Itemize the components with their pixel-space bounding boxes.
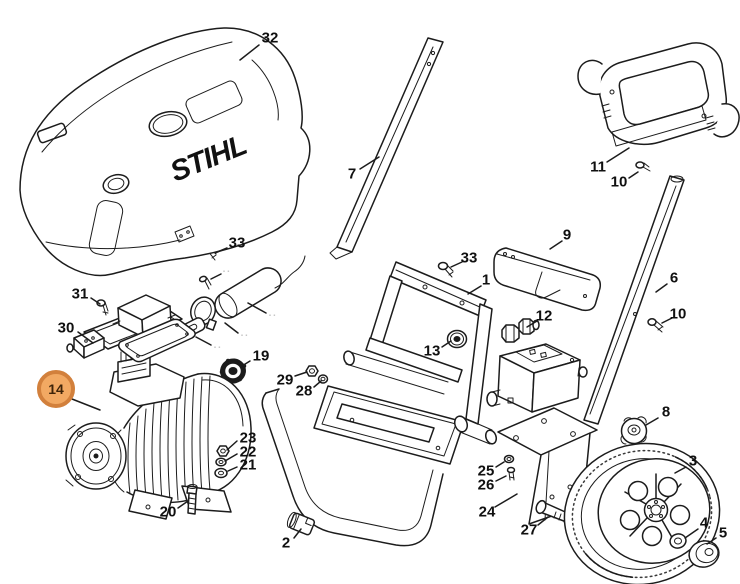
part-label-29[interactable]: 29 xyxy=(276,371,294,389)
selected-part-marker-14[interactable]: 14 xyxy=(37,370,75,408)
leader-line xyxy=(177,500,189,509)
part-crossbar-cover xyxy=(493,247,602,312)
leader-line xyxy=(467,285,482,295)
leader-line xyxy=(441,340,452,348)
leader-line xyxy=(214,247,228,254)
leader-line xyxy=(247,302,267,314)
part-label-21[interactable]: 21 xyxy=(239,456,257,474)
part-label-33[interactable]: 33 xyxy=(228,234,246,252)
part-label-27[interactable]: 27 xyxy=(520,521,538,539)
part-label-10[interactable]: 10 xyxy=(610,173,628,191)
part-wheel xyxy=(563,442,721,584)
part-foot xyxy=(286,511,316,536)
screw-33-frame xyxy=(437,261,454,278)
leader-line xyxy=(494,493,518,508)
washer-4 xyxy=(669,533,687,549)
screw-31 xyxy=(96,299,109,316)
leader-line xyxy=(226,440,238,451)
leader-lines xyxy=(71,44,717,545)
part-label-10[interactable]: 10 xyxy=(669,305,687,323)
part-label-19[interactable]: 19 xyxy=(252,347,270,365)
screw-10-bar xyxy=(647,318,664,333)
leader-line xyxy=(239,44,260,61)
part-cover-shroud: STIHL xyxy=(19,27,311,277)
leader-line xyxy=(241,360,251,367)
part-switch-box xyxy=(486,343,588,413)
washer-22 xyxy=(215,457,227,467)
leader-line xyxy=(90,297,101,305)
part-label-31[interactable]: 31 xyxy=(71,285,89,303)
part-label-25[interactable]: 25 xyxy=(477,462,495,480)
leader-line xyxy=(706,537,717,545)
part-terminal-cover-group xyxy=(66,294,196,363)
leader-line xyxy=(495,475,507,482)
part-label-5[interactable]: 5 xyxy=(718,524,728,542)
leader-line xyxy=(661,317,673,324)
leader-line xyxy=(294,371,308,377)
part-label-8[interactable]: 8 xyxy=(661,403,671,421)
leader-line xyxy=(450,261,463,268)
part-label-4[interactable]: 4 xyxy=(699,514,709,532)
leader-line xyxy=(313,380,322,388)
part-label-11[interactable]: 11 xyxy=(590,158,606,176)
leader-line xyxy=(293,528,302,539)
part-label-6[interactable]: 6 xyxy=(669,269,679,287)
part-handlebar-left xyxy=(329,37,444,260)
part-label-1[interactable]: 1 xyxy=(481,271,491,289)
part-bearing xyxy=(219,358,247,385)
leader-line xyxy=(645,417,659,426)
leader-line xyxy=(684,528,699,539)
part-label-24[interactable]: 24 xyxy=(478,503,496,521)
nut-29 xyxy=(305,365,319,377)
leader-line xyxy=(526,320,538,328)
leader-line xyxy=(227,466,238,472)
part-label-12[interactable]: 12 xyxy=(535,307,553,325)
part-label-33[interactable]: 33 xyxy=(460,249,478,267)
part-carry-handle xyxy=(577,42,740,147)
screw-26 xyxy=(506,466,516,481)
leader-line xyxy=(210,273,222,280)
leader-line xyxy=(224,453,238,462)
part-label-13[interactable]: 13 xyxy=(423,342,441,360)
leader-line xyxy=(628,171,639,179)
leader-line xyxy=(77,331,94,344)
part-label-32[interactable]: 32 xyxy=(261,29,279,47)
leader-line xyxy=(495,461,505,468)
leader-line xyxy=(655,283,668,293)
part-label-20[interactable]: 20 xyxy=(159,503,177,521)
part-knob xyxy=(620,416,648,445)
nut-13 xyxy=(446,329,468,349)
leader-line xyxy=(549,240,563,250)
hub-cap-5 xyxy=(688,540,720,568)
part-label-28[interactable]: 28 xyxy=(295,382,313,400)
part-label-26[interactable]: 26 xyxy=(477,476,495,494)
leader-line xyxy=(537,516,549,526)
leader-line xyxy=(606,147,630,163)
part-label-30[interactable]: 30 xyxy=(57,319,75,337)
leader-line xyxy=(674,466,687,474)
leader-line xyxy=(359,156,380,170)
washer-21 xyxy=(214,467,228,479)
leader-line xyxy=(224,322,239,334)
part-label-2[interactable]: 2 xyxy=(281,534,291,552)
washer-25 xyxy=(503,454,515,464)
leader-line xyxy=(195,336,212,346)
nut-23 xyxy=(216,445,230,457)
leader-line xyxy=(71,398,101,411)
part-label-23[interactable]: 23 xyxy=(239,429,257,447)
part-handlebar-right xyxy=(583,175,685,425)
part-label-3[interactable]: 3 xyxy=(688,452,698,470)
screw-10-handle xyxy=(635,161,651,172)
part-frame xyxy=(261,261,498,547)
part-label-22[interactable]: 22 xyxy=(239,443,257,461)
part-label-7[interactable]: 7 xyxy=(347,165,357,183)
part-label-9[interactable]: 9 xyxy=(562,226,572,244)
bolt-20 xyxy=(186,484,198,515)
